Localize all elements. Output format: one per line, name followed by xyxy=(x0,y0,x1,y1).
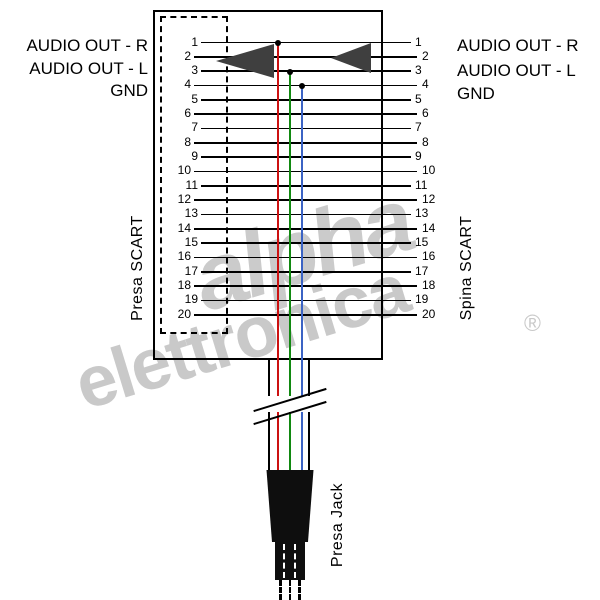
presa-pin-number: 11 xyxy=(185,177,198,192)
signal-direction-arrow-outer xyxy=(331,43,371,73)
cable-edge-line xyxy=(268,360,270,396)
presa-pin-number: 12 xyxy=(177,192,191,207)
presa-pin-number: 15 xyxy=(184,235,198,250)
presa-pin-number: 17 xyxy=(184,263,198,278)
right-signal-label-audio-out-l: AUDIO OUT - L xyxy=(457,61,576,80)
solder-junction-dot xyxy=(298,82,305,89)
pin-wire-line xyxy=(201,127,411,130)
presa-pin-number: 14 xyxy=(177,220,191,235)
adapter-body-outline xyxy=(153,10,383,360)
presa-pin-number: 20 xyxy=(177,306,191,321)
pin-wire-line xyxy=(194,56,417,58)
gnd-wire xyxy=(300,412,303,470)
spina-pin-number: 5 xyxy=(415,91,422,106)
solder-junction-dot xyxy=(274,39,281,46)
spina-pin-number: 2 xyxy=(422,48,429,63)
jack-rib-line xyxy=(294,544,296,578)
presa-pin-number: 9 xyxy=(191,149,198,164)
spina-pin-number: 4 xyxy=(422,77,429,92)
spina-pin-number: 10 xyxy=(422,163,436,178)
audio-right-wire xyxy=(276,42,279,396)
presa-pin-number: 6 xyxy=(184,106,191,121)
pin-wire-line xyxy=(194,314,417,316)
pin-wire-line xyxy=(194,228,417,230)
presa-pin-number: 5 xyxy=(191,91,198,106)
spina-pin-number: 3 xyxy=(415,63,422,78)
presa-pin-number: 1 xyxy=(191,34,198,49)
gnd-wire xyxy=(300,85,303,396)
pin-wire-line xyxy=(201,213,411,216)
presa-pin-number: 18 xyxy=(177,278,191,293)
audio-left-wire xyxy=(288,412,291,470)
spina-pin-number: 15 xyxy=(415,235,429,250)
audio-left-wire xyxy=(288,71,291,396)
solder-junction-dot xyxy=(286,68,293,75)
pin-wire-line xyxy=(201,185,411,187)
signal-direction-arrow-inner xyxy=(216,44,274,78)
spina-pin-number: 13 xyxy=(415,206,429,221)
registered-trademark-icon: ® xyxy=(524,310,541,336)
cable-edge-line xyxy=(268,412,270,470)
spina-pin-number: 1 xyxy=(415,34,422,49)
presa-pin-number: 7 xyxy=(191,120,198,135)
cable-edge-line xyxy=(308,412,310,470)
pin-wire-line xyxy=(194,84,417,87)
pin-wire-line xyxy=(201,271,411,273)
presa-pin-number: 13 xyxy=(184,206,198,221)
jack-plug-tip xyxy=(279,580,301,600)
spina-pin-number: 14 xyxy=(422,220,436,235)
left-signal-label-audio-out-l: AUDIO OUT - L xyxy=(29,59,148,78)
spina-pin-number: 6 xyxy=(422,106,429,121)
pin-wire-line xyxy=(201,299,411,302)
cable-edge-line xyxy=(308,360,310,396)
pin-wire-line xyxy=(201,41,411,44)
presa-pin-number: 4 xyxy=(184,77,191,92)
spina-pin-number: 16 xyxy=(422,249,436,264)
spina-pin-number: 18 xyxy=(422,278,436,293)
presa-pin-number: 19 xyxy=(184,292,198,307)
spina-pin-number: 11 xyxy=(415,177,428,192)
jack-tip-center-line xyxy=(289,580,291,600)
left-signal-label-gnd: GND xyxy=(110,81,148,100)
presa-pin-number: 10 xyxy=(177,163,191,178)
pin-wire-line xyxy=(201,70,411,72)
presa-pin-number: 8 xyxy=(184,134,191,149)
spina-pin-number: 9 xyxy=(415,149,422,164)
pin-wire-line xyxy=(201,242,411,244)
spina-pin-number: 8 xyxy=(422,134,429,149)
spina-pin-number: 17 xyxy=(415,263,429,278)
spina-pin-number: 20 xyxy=(422,306,436,321)
pin-wire-line xyxy=(194,199,417,201)
left-signal-label-audio-out-r: AUDIO OUT - R xyxy=(26,36,148,55)
jack-rib-line xyxy=(283,544,285,578)
jack-plug-barrel xyxy=(275,542,305,580)
presa-pin-number: 3 xyxy=(191,63,198,78)
pin-wire-line xyxy=(194,113,417,115)
presa-scart-connector-outline xyxy=(160,16,228,334)
jack-plug-boot xyxy=(266,470,314,542)
pin-wire-line xyxy=(201,99,411,101)
presa-pin-number: 2 xyxy=(184,48,191,63)
pin-wire-line xyxy=(194,256,417,259)
pin-wire-line xyxy=(201,156,411,158)
spina-pin-number: 7 xyxy=(415,120,422,135)
right-signal-label-audio-out-r: AUDIO OUT - R xyxy=(457,36,579,55)
right-signal-label-gnd: GND xyxy=(457,84,495,103)
presa-pin-number: 16 xyxy=(177,249,191,264)
spina-pin-number: 19 xyxy=(415,292,429,307)
pin-wire-line xyxy=(194,170,417,173)
pin-wire-line xyxy=(194,142,417,144)
audio-right-wire xyxy=(276,412,279,470)
spina-pin-number: 12 xyxy=(422,192,436,207)
pin-wire-line xyxy=(194,285,417,287)
